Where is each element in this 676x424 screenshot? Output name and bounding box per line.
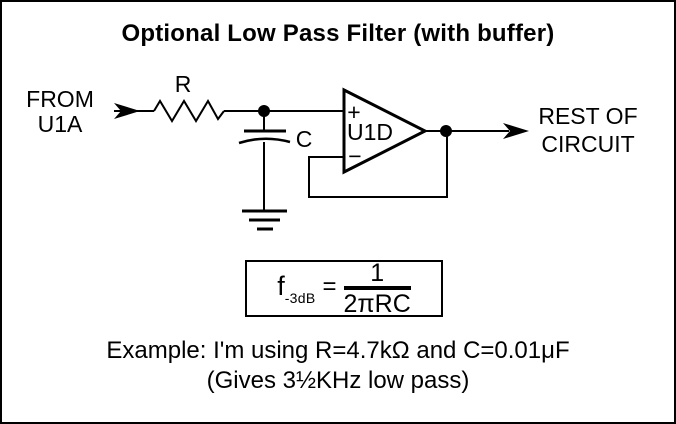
formula-equals: = xyxy=(322,272,337,300)
opamp-label: U1D xyxy=(347,119,393,145)
opamp-triangle xyxy=(342,87,429,175)
formula-numerator: 1 xyxy=(370,258,385,287)
example-text: Example: I'm using R=4.7kΩ and C=0.01μF … xyxy=(2,336,674,396)
from-label-line2: U1A xyxy=(38,111,83,137)
output-dot xyxy=(440,125,452,137)
output-arrow-icon xyxy=(503,123,529,139)
fraction-bar xyxy=(343,285,411,290)
example-line1: Example: I'm using R=4.7kΩ and C=0.01μF xyxy=(106,337,570,364)
capacitor-label: C xyxy=(296,126,313,152)
cutoff-formula: f-3dB = 1 2πRC xyxy=(277,258,411,318)
rest-label-line2: CIRCUIT xyxy=(541,131,634,157)
diagram-title: Optional Low Pass Filter (with buffer) xyxy=(121,20,555,47)
ground-icon xyxy=(242,209,287,231)
formula-f: f xyxy=(277,271,285,301)
resistor-symbol xyxy=(153,99,225,123)
opamp-plus-sign: + xyxy=(347,99,360,125)
from-label-line1: FROM xyxy=(26,86,94,112)
formula-subscript: -3dB xyxy=(284,290,316,306)
opamp-minus-sign: − xyxy=(348,143,361,169)
resistor-label: R xyxy=(175,71,192,97)
feedback-wire xyxy=(308,133,448,198)
formula-fraction: 1 2πRC xyxy=(343,258,411,318)
example-line2: (Gives 3½KHz low pass) xyxy=(206,367,470,394)
input-arrow-icon xyxy=(114,103,140,119)
rest-label-line1: REST OF xyxy=(538,103,637,129)
formula-f-term: f-3dB xyxy=(277,271,315,306)
capacitor-plate-bottom xyxy=(238,137,291,145)
formula-denominator: 2πRC xyxy=(343,289,411,318)
formula-box: f-3dB = 1 2πRC xyxy=(245,260,443,317)
